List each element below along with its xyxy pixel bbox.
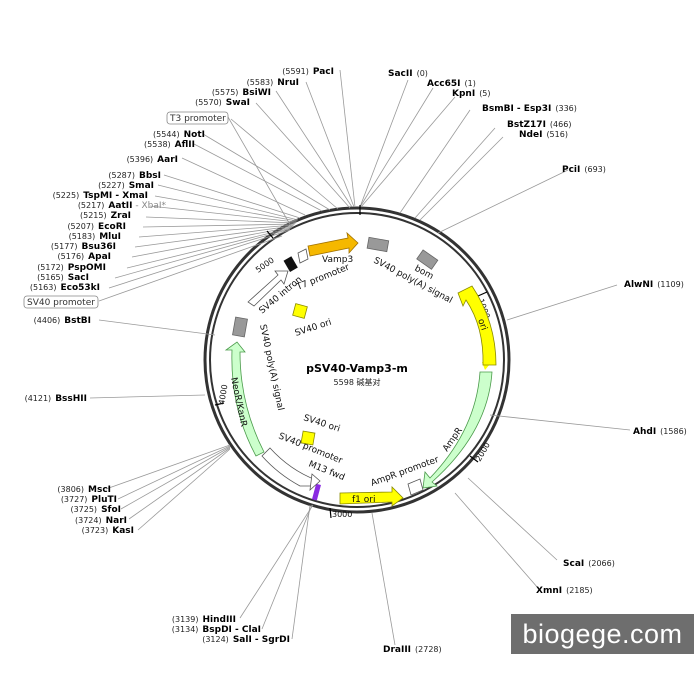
tick-4000: 4000 [217, 384, 229, 406]
enz-ecori: (5207)EcoRI [67, 222, 126, 232]
m13-fwd-feature [311, 483, 321, 501]
tick-5000: 5000 [254, 256, 276, 275]
enz-sfoi: (3725)SfoI [70, 505, 121, 515]
enz-kpni: KpnI(5) [452, 89, 491, 99]
enz-ahdi: AhdI(1586) [633, 427, 687, 437]
boxed-labels: T3 promoter SV40 promoter [23, 111, 229, 309]
sv40-promoter-label: SV40 promoter [27, 298, 95, 308]
enz-smai: (5227)SmaI [98, 181, 154, 191]
t7-promoter-feature [297, 248, 309, 264]
tick-3000: 3000 [332, 510, 352, 519]
enz-aatii: (5217)AatII - XbaI* [78, 201, 167, 211]
label-sv40-polya-left: SV40 poly(A) signal [257, 324, 285, 412]
sv40-promoter-bottom-feature [261, 447, 317, 487]
enz-bstz17i: BstZ17I(466) [507, 120, 571, 130]
enz-bsu36i: (5177)Bsu36I [51, 242, 116, 252]
enz-scai: ScaI(2066) [563, 559, 615, 569]
plasmid-name: pSV40-Vamp3-m [306, 362, 408, 375]
enz-aari: (5396)AarI [127, 155, 178, 165]
backbone-outer [203, 206, 511, 514]
enz-pspomi: (5172)PspOMI [37, 263, 106, 273]
tick-marks [214, 205, 488, 519]
enz-noti: (5544)NotI [153, 130, 205, 140]
enz-alwni: AlwNI(1109) [624, 280, 684, 290]
enzymes-left: (5591)PacI (5583)NruI (5575)BsiWI (5570)… [25, 67, 334, 645]
t3-marker [283, 256, 298, 273]
sv40-intron-feature [247, 270, 289, 307]
enz-paci: (5591)PacI [282, 67, 334, 77]
enz-bsmbi: BsmBI - Esp3I(336) [482, 104, 577, 114]
enz-acc65i: Acc65I(1) [427, 79, 476, 89]
enz-saci: (5165)SacI [37, 273, 89, 283]
label-t7-promoter: T7 promoter [294, 262, 351, 293]
enz-bspdi-clai: (3134)BspDI - ClaI [172, 625, 261, 635]
label-sv40-ori-top: SV40 ori [294, 318, 333, 339]
enz-msci: (3806)MscI [57, 485, 111, 495]
enz-xmni: XmnI(2185) [536, 586, 593, 596]
enz-kasi: (3723)KasI [82, 526, 134, 536]
sv40-ori-top-box [292, 303, 308, 319]
enz-pcii: PciI(693) [562, 165, 606, 175]
enz-tspmi-xmai: (5225)TspMI - XmaI [53, 191, 148, 201]
enz-sali-sgrdi: (3124)SalI - SgrDI [202, 635, 290, 645]
sv40-promoter-bottom-head [309, 473, 321, 492]
label-vamp3: Vamp3 [322, 255, 353, 265]
enzymes-right: SacII(0) Acc65I(1) KpnI(5) BsmBI - Esp3I… [383, 69, 687, 655]
f1-ori-feature [339, 486, 404, 507]
enz-nari: (3724)NarI [75, 516, 127, 526]
t3-promoter-label: T3 promoter [169, 114, 226, 124]
bom-box [416, 249, 439, 270]
sv40-promoter-box [23, 295, 99, 309]
sv40-polya-left-box [232, 316, 248, 338]
enz-aflii: (5538)AflII [144, 140, 195, 150]
t3-promoter-box [166, 111, 229, 125]
enz-draiii: DraIII(2728) [383, 645, 442, 655]
enz-bsshii: (4121)BssHII [25, 394, 87, 404]
enz-eco53ki: (5163)Eco53kI [30, 283, 100, 293]
leader-lines-right [359, 79, 631, 646]
sv40-ori-bottom-box [300, 430, 316, 446]
ampr-promoter-feature [407, 478, 424, 496]
vamp3-feature [307, 231, 359, 257]
enz-mlui: (5183)MluI [69, 232, 121, 242]
sv40-polya-top-box [366, 236, 390, 253]
enz-swai: (5570)SwaI [195, 98, 250, 108]
label-f1-ori: f1 ori [352, 495, 375, 505]
enz-bsiwi: (5575)BsiWI [212, 88, 271, 98]
label-sv40-ori-bottom: SV40 ori [302, 413, 341, 434]
enz-zrai: (5215)ZraI [80, 211, 131, 221]
enz-hindiii: (3139)HindIII [172, 615, 236, 625]
enz-bbsi: (5287)BbsI [108, 171, 161, 181]
backbone-inner [209, 212, 505, 508]
enz-apai: (5176)ApaI [58, 252, 111, 262]
plasmid-size: 5598 碱基对 [334, 377, 381, 387]
ampr-feature [422, 371, 493, 489]
enz-nrui: (5583)NruI [247, 78, 299, 88]
label-sv40-polya-top: SV40 poly(A) signal [372, 256, 454, 306]
ori-arrow [457, 285, 497, 366]
label-ori: ori [475, 318, 488, 332]
enz-bstbi: (4406)BstBI [34, 316, 91, 326]
enz-ndei: NdeI(516) [519, 130, 568, 140]
watermark: biogege.com [511, 614, 694, 654]
enz-pluti: (3727)PluTI [61, 495, 117, 505]
neor-kanr-feature [224, 341, 265, 457]
leader-lines-left [89, 69, 356, 640]
enz-sacii: SacII(0) [388, 69, 428, 79]
